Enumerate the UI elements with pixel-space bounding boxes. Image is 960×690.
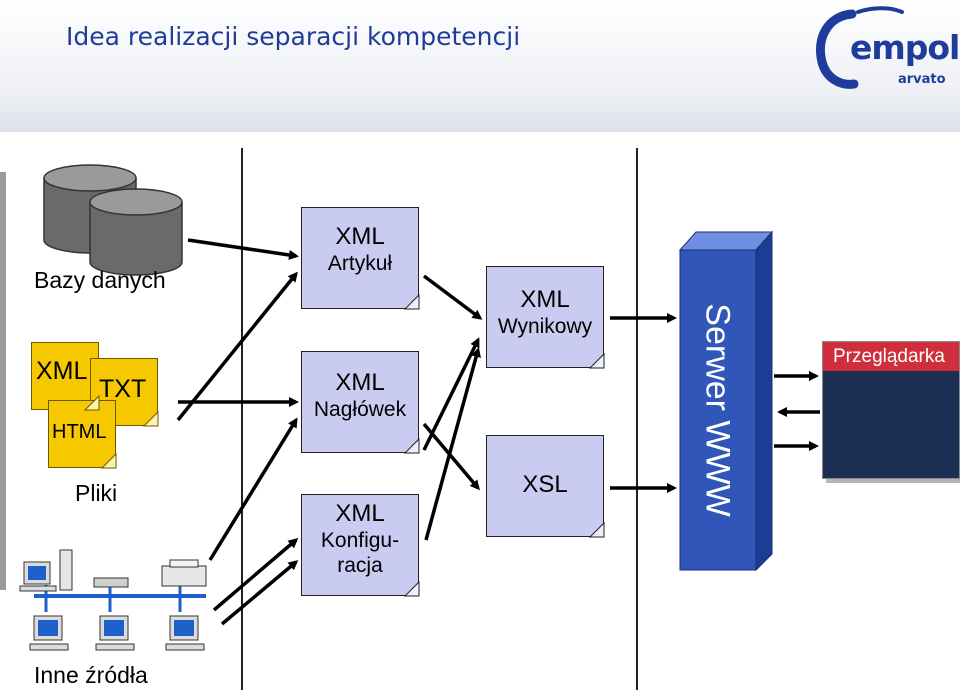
file-label-html: HTML (52, 421, 107, 443)
doc-xsl-line1: XSL (522, 471, 568, 498)
web-server-label: Serwer WWW (698, 303, 737, 517)
column-divider-1 (241, 148, 243, 690)
other-sources-label: Inne źródła (34, 662, 148, 688)
logo-swoosh-icon (816, 6, 904, 89)
doc-article-line1: XML (335, 223, 385, 250)
doc-header-line1: XML (335, 369, 385, 396)
browser-label: Przeglądarka (833, 346, 945, 367)
doc-config-line3: racja (337, 554, 383, 577)
file-label-txt: TXT (99, 375, 147, 403)
doc-xml-header: XML Nagłówek (301, 351, 419, 453)
databases-label: Bazy danych (34, 267, 166, 293)
doc-xml-config: XML Konfigu- racja (301, 494, 419, 596)
column-divider-2 (636, 148, 638, 690)
doc-xml-result: XML Wynikowy (486, 266, 604, 368)
browser-window: Przeglądarka (822, 341, 960, 479)
doc-xsl: XSL (486, 435, 604, 537)
database-icon-2 (89, 188, 183, 276)
file-icon-xml: XML (31, 342, 99, 410)
logo-subtitle: arvato (898, 72, 946, 87)
web-server-box (678, 230, 774, 572)
arrow-group-sources (176, 238, 820, 626)
header-band (0, 0, 960, 132)
doc-header-line2: Nagłówek (313, 398, 407, 421)
empolis-logo: empolis arvato (810, 2, 960, 92)
browser-title-bar (823, 342, 959, 371)
files-label: Pliki (75, 480, 118, 506)
file-label-xml: XML (36, 357, 88, 385)
page-title: Idea realizacji separacji kompetencji (66, 22, 521, 51)
doc-xml-article: XML Artykuł (301, 207, 419, 309)
file-icon-html: HTML (48, 400, 116, 468)
network-icon (19, 549, 207, 651)
left-edge-bar (0, 172, 6, 590)
doc-article-line2: Artykuł (327, 252, 393, 275)
doc-result-line1: XML (520, 286, 570, 313)
doc-config-line1: XML (335, 500, 385, 527)
logo-wordmark: empolis (850, 28, 960, 67)
doc-config-line2: Konfigu- (320, 529, 400, 552)
doc-result-line2: Wynikowy (497, 315, 593, 338)
